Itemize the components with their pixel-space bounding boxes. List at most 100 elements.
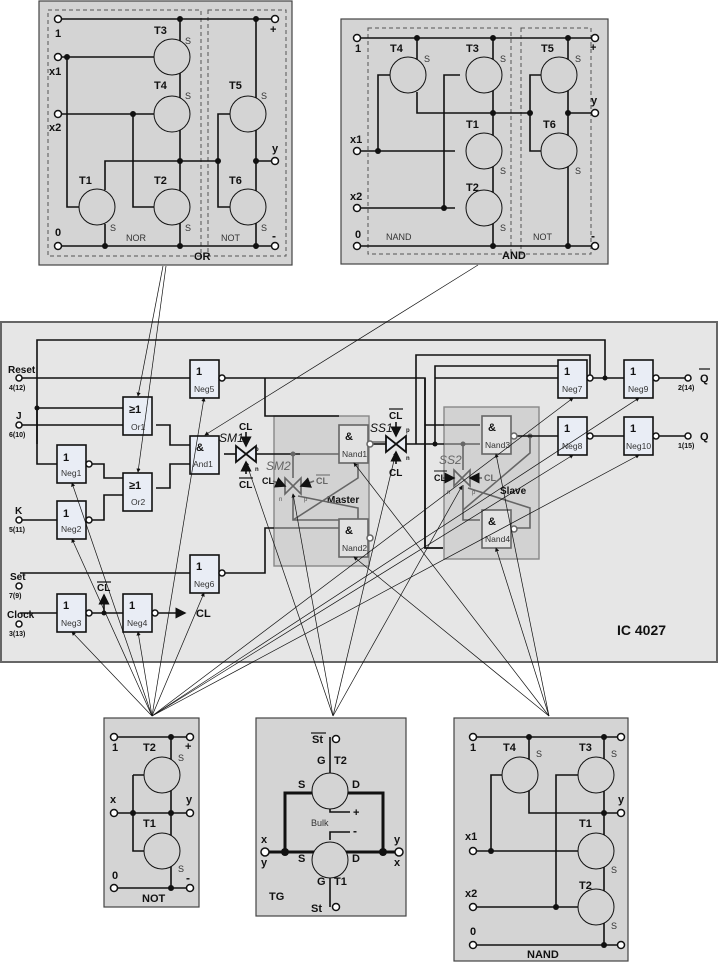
nand-panel-title: NAND [527, 949, 559, 961]
svg-text:T6: T6 [229, 175, 242, 187]
svg-text:G: G [317, 755, 326, 767]
svg-text:T1: T1 [79, 175, 92, 187]
svg-text:K: K [15, 506, 23, 517]
svg-text:CL: CL [389, 468, 402, 479]
svg-text:Reset: Reset [8, 365, 36, 376]
svg-text:4(12): 4(12) [9, 385, 25, 392]
svg-text:≥1: ≥1 [129, 480, 141, 492]
svg-text:x2: x2 [49, 122, 61, 134]
svg-text:T4: T4 [503, 742, 517, 754]
svg-text:x1: x1 [465, 831, 477, 843]
svg-text:x1: x1 [49, 66, 61, 78]
not-panel: 1 x y 0 + - T2 T1 S S NOT [103, 717, 200, 908]
svg-text:5(11): 5(11) [9, 527, 25, 534]
svg-text:Neg4: Neg4 [127, 618, 148, 628]
svg-text:≥1: ≥1 [129, 404, 141, 416]
svg-text:T6: T6 [543, 119, 556, 131]
or-panel: 1 x1 x2 0 + y - T3 T4 T5 T1 T2 T6 S S S … [38, 0, 293, 266]
svg-text:S: S [611, 921, 617, 931]
pin-clock[interactable]: Clock 3(13) [7, 610, 35, 638]
svg-text:1: 1 [196, 366, 202, 378]
slave-label: Slave [500, 486, 527, 497]
nor-section-label: NOR [126, 233, 147, 243]
svg-text:1: 1 [129, 600, 135, 612]
svg-text:CL: CL [434, 473, 446, 483]
svg-text:St: St [312, 734, 323, 746]
clock-bar-label: CL [97, 583, 110, 594]
not-section-label: NOT [533, 232, 553, 242]
pin-q-bar[interactable]: Q 2(14) [678, 368, 710, 392]
svg-text:6(10): 6(10) [9, 432, 25, 439]
gate-nand3: &Nand3 [481, 415, 518, 455]
svg-text:S: S [298, 779, 305, 791]
svg-text:p: p [472, 490, 476, 496]
not-section-label: NOT [221, 233, 241, 243]
svg-text:p: p [255, 447, 259, 453]
svg-text:1: 1 [196, 561, 202, 573]
svg-text:S: S [424, 54, 430, 64]
svg-text:T3: T3 [466, 43, 479, 55]
svg-text:1: 1 [355, 43, 361, 55]
nand-section-label: NAND [386, 232, 412, 242]
svg-text:Nand4: Nand4 [485, 534, 510, 544]
svg-text:Neg8: Neg8 [562, 441, 583, 451]
svg-text:Set: Set [10, 572, 26, 583]
svg-text:Q: Q [700, 373, 709, 385]
svg-text:-: - [591, 229, 595, 243]
svg-text:n: n [255, 467, 259, 473]
svg-text:1: 1 [112, 742, 118, 754]
svg-text:S: S [178, 864, 184, 874]
svg-text:S: S [185, 36, 191, 46]
svg-text:1: 1 [564, 366, 570, 378]
svg-text:-: - [272, 229, 276, 243]
svg-text:Neg6: Neg6 [194, 579, 215, 589]
pin-q[interactable]: Q 1(15) [678, 431, 709, 450]
pin-j[interactable]: J 6(10) [9, 411, 25, 439]
svg-text:y: y [261, 857, 268, 869]
pin-k[interactable]: K 5(11) [9, 506, 25, 534]
svg-text:+: + [270, 24, 276, 36]
svg-text:S: S [185, 91, 191, 101]
svg-text:&: & [488, 422, 496, 434]
svg-text:S: S [500, 223, 506, 233]
svg-text:x2: x2 [350, 191, 362, 203]
svg-text:1: 1 [63, 508, 69, 520]
svg-text:S: S [110, 223, 116, 233]
svg-text:T1: T1 [466, 119, 479, 131]
svg-text:T3: T3 [579, 742, 592, 754]
svg-text:1: 1 [564, 423, 570, 435]
svg-text:T1: T1 [579, 818, 592, 830]
svg-text:&: & [345, 431, 353, 443]
svg-text:1: 1 [630, 423, 636, 435]
pin-reset[interactable]: Reset 4(12) [8, 365, 36, 392]
pin-set[interactable]: Set 7(9) [9, 572, 26, 600]
svg-text:CL: CL [484, 473, 496, 483]
svg-text:Neg1: Neg1 [61, 468, 82, 478]
svg-text:&: & [345, 525, 353, 537]
svg-text:&: & [488, 516, 496, 528]
svg-text:D: D [352, 853, 360, 865]
gate-nand1: &Nand1 [338, 424, 374, 464]
svg-text:Nand2: Nand2 [342, 543, 367, 553]
svg-text:&: & [196, 442, 204, 454]
svg-text:T2: T2 [579, 880, 592, 892]
tg-panel-title: TG [269, 891, 284, 903]
svg-text:SM1: SM1 [219, 431, 244, 445]
svg-text:1(15): 1(15) [678, 443, 694, 450]
svg-text:+: + [185, 741, 191, 753]
svg-text:T1: T1 [143, 818, 156, 830]
tg-panel: St St G G T2 T1 S D S D Bulk + - x y y x… [255, 717, 407, 917]
svg-text:T5: T5 [229, 80, 242, 92]
svg-text:J: J [16, 411, 22, 422]
svg-text:D: D [352, 779, 360, 791]
svg-text:y: y [618, 794, 625, 806]
